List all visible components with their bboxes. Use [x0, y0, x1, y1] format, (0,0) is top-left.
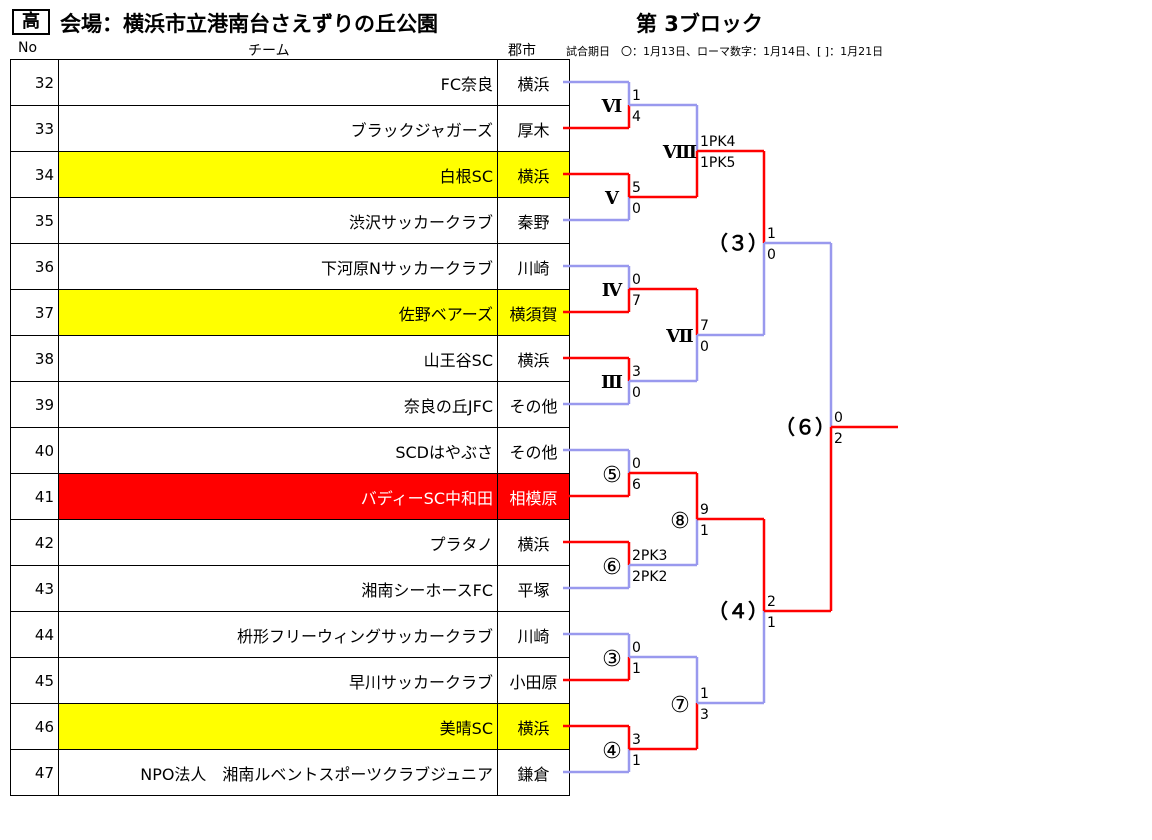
- team-number: 46: [10, 703, 59, 750]
- score-top: 2PK3: [632, 548, 667, 564]
- score-top: 2: [767, 594, 776, 610]
- team-name: 奈良の丘JFC: [58, 381, 498, 428]
- match-label: ⑦: [670, 693, 690, 718]
- match-label: ③: [602, 647, 622, 672]
- team-city: 秦野: [497, 197, 570, 244]
- score-top: 0: [632, 640, 641, 656]
- score-top: 7: [700, 318, 709, 334]
- score-top: 9: [700, 502, 709, 518]
- score-top: 0: [632, 456, 641, 472]
- score-bottom: 1: [632, 753, 641, 769]
- match-label: Ⅵ: [601, 96, 623, 117]
- score-top: 0: [632, 272, 641, 288]
- match-label: ⑥: [602, 555, 622, 580]
- team-city: 横浜: [497, 59, 570, 106]
- team-name: 枡形フリーウィングサッカークラブ: [58, 611, 498, 658]
- match-label: （４）: [708, 599, 768, 623]
- score-top: 1: [632, 88, 641, 104]
- team-city: 厚木: [497, 105, 570, 152]
- match-label: ④: [602, 739, 622, 764]
- team-number: 38: [10, 335, 59, 382]
- match-label: （６）: [775, 415, 835, 439]
- team-city: 相模原: [497, 473, 570, 520]
- team-name: NPO法人 湘南ルベントスポーツクラブジュニア: [58, 749, 498, 796]
- team-city: 横浜: [497, 519, 570, 566]
- team-city: その他: [497, 381, 570, 428]
- score-top: 3: [632, 364, 641, 380]
- team-name: 佐野ベアーズ: [58, 289, 498, 336]
- match-label: Ⅳ: [602, 280, 623, 301]
- team-name: 美晴SC: [58, 703, 498, 750]
- match-label: ⑤: [602, 463, 622, 488]
- team-city: その他: [497, 427, 570, 474]
- score-bottom: 7: [632, 293, 641, 309]
- score-top: 0: [834, 410, 843, 426]
- team-name: FC奈良: [58, 59, 498, 106]
- score-bottom: 1: [700, 523, 709, 539]
- score-top: 1: [767, 226, 776, 242]
- col-header-team: チーム: [248, 43, 290, 59]
- col-header-no: No: [18, 40, 38, 56]
- team-number: 47: [10, 749, 59, 796]
- match-label: Ⅴ: [604, 188, 620, 209]
- match-label: Ⅶ: [665, 326, 693, 347]
- block-title: 第 3ブロック: [636, 12, 763, 36]
- score-bottom: 1: [767, 615, 776, 631]
- match-date-legend: 試合期日 〇：1月13日、ローマ数字：1月14日、[ ]：1月21日: [566, 45, 884, 58]
- venue-title: 会場：横浜市立港南台さえずりの丘公園: [60, 12, 438, 36]
- match-label: Ⅲ: [601, 372, 623, 393]
- category-tag: 高: [12, 9, 50, 35]
- score-top: 1PK4: [700, 134, 736, 150]
- score-bottom: 0: [700, 339, 709, 355]
- match-label: Ⅷ: [662, 142, 697, 163]
- team-name: SCDはやぶさ: [58, 427, 498, 474]
- team-number: 37: [10, 289, 59, 336]
- team-city: 川崎: [497, 611, 570, 658]
- team-number: 35: [10, 197, 59, 244]
- team-name: 白根SC: [58, 151, 498, 198]
- team-city: 横須賀: [497, 289, 570, 336]
- score-bottom: 2PK2: [632, 569, 667, 585]
- score-bottom: 0: [767, 247, 776, 263]
- team-name: 早川サッカークラブ: [58, 657, 498, 704]
- score-top: 5: [632, 180, 641, 196]
- score-top: 1: [700, 686, 709, 702]
- score-bottom: 0: [632, 385, 641, 401]
- score-bottom: 3: [700, 707, 709, 723]
- team-city: 川崎: [497, 243, 570, 290]
- score-bottom: 6: [632, 477, 641, 493]
- team-name: 渋沢サッカークラブ: [58, 197, 498, 244]
- match-label: （３）: [708, 231, 768, 255]
- score-bottom: 1PK5: [700, 155, 735, 171]
- col-header-city: 郡市: [508, 43, 536, 59]
- score-bottom: 4: [632, 109, 641, 125]
- team-number: 33: [10, 105, 59, 152]
- team-number: 36: [10, 243, 59, 290]
- team-number: 40: [10, 427, 59, 474]
- score-top: 3: [632, 732, 641, 748]
- score-bottom: 0: [632, 201, 641, 217]
- team-name: ブラックジャガーズ: [58, 105, 498, 152]
- team-name: 湘南シーホースFC: [58, 565, 498, 612]
- score-bottom: 2: [834, 431, 843, 447]
- score-bottom: 1: [632, 661, 641, 677]
- match-label: ⑧: [670, 509, 690, 534]
